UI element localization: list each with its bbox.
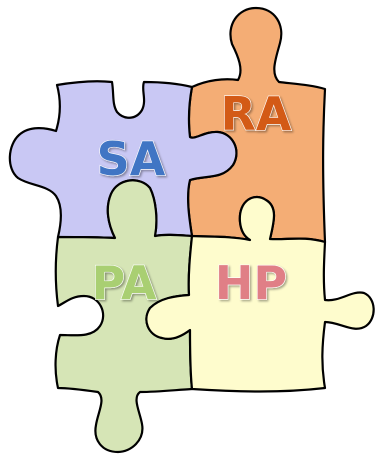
puzzle-piece-pa (54, 179, 194, 454)
label-hp: HP (215, 256, 287, 310)
label-ra: RA (220, 87, 291, 141)
label-pa: PA (91, 256, 156, 310)
label-sa: SA (97, 132, 166, 186)
puzzle-piece-hp (145, 195, 375, 393)
